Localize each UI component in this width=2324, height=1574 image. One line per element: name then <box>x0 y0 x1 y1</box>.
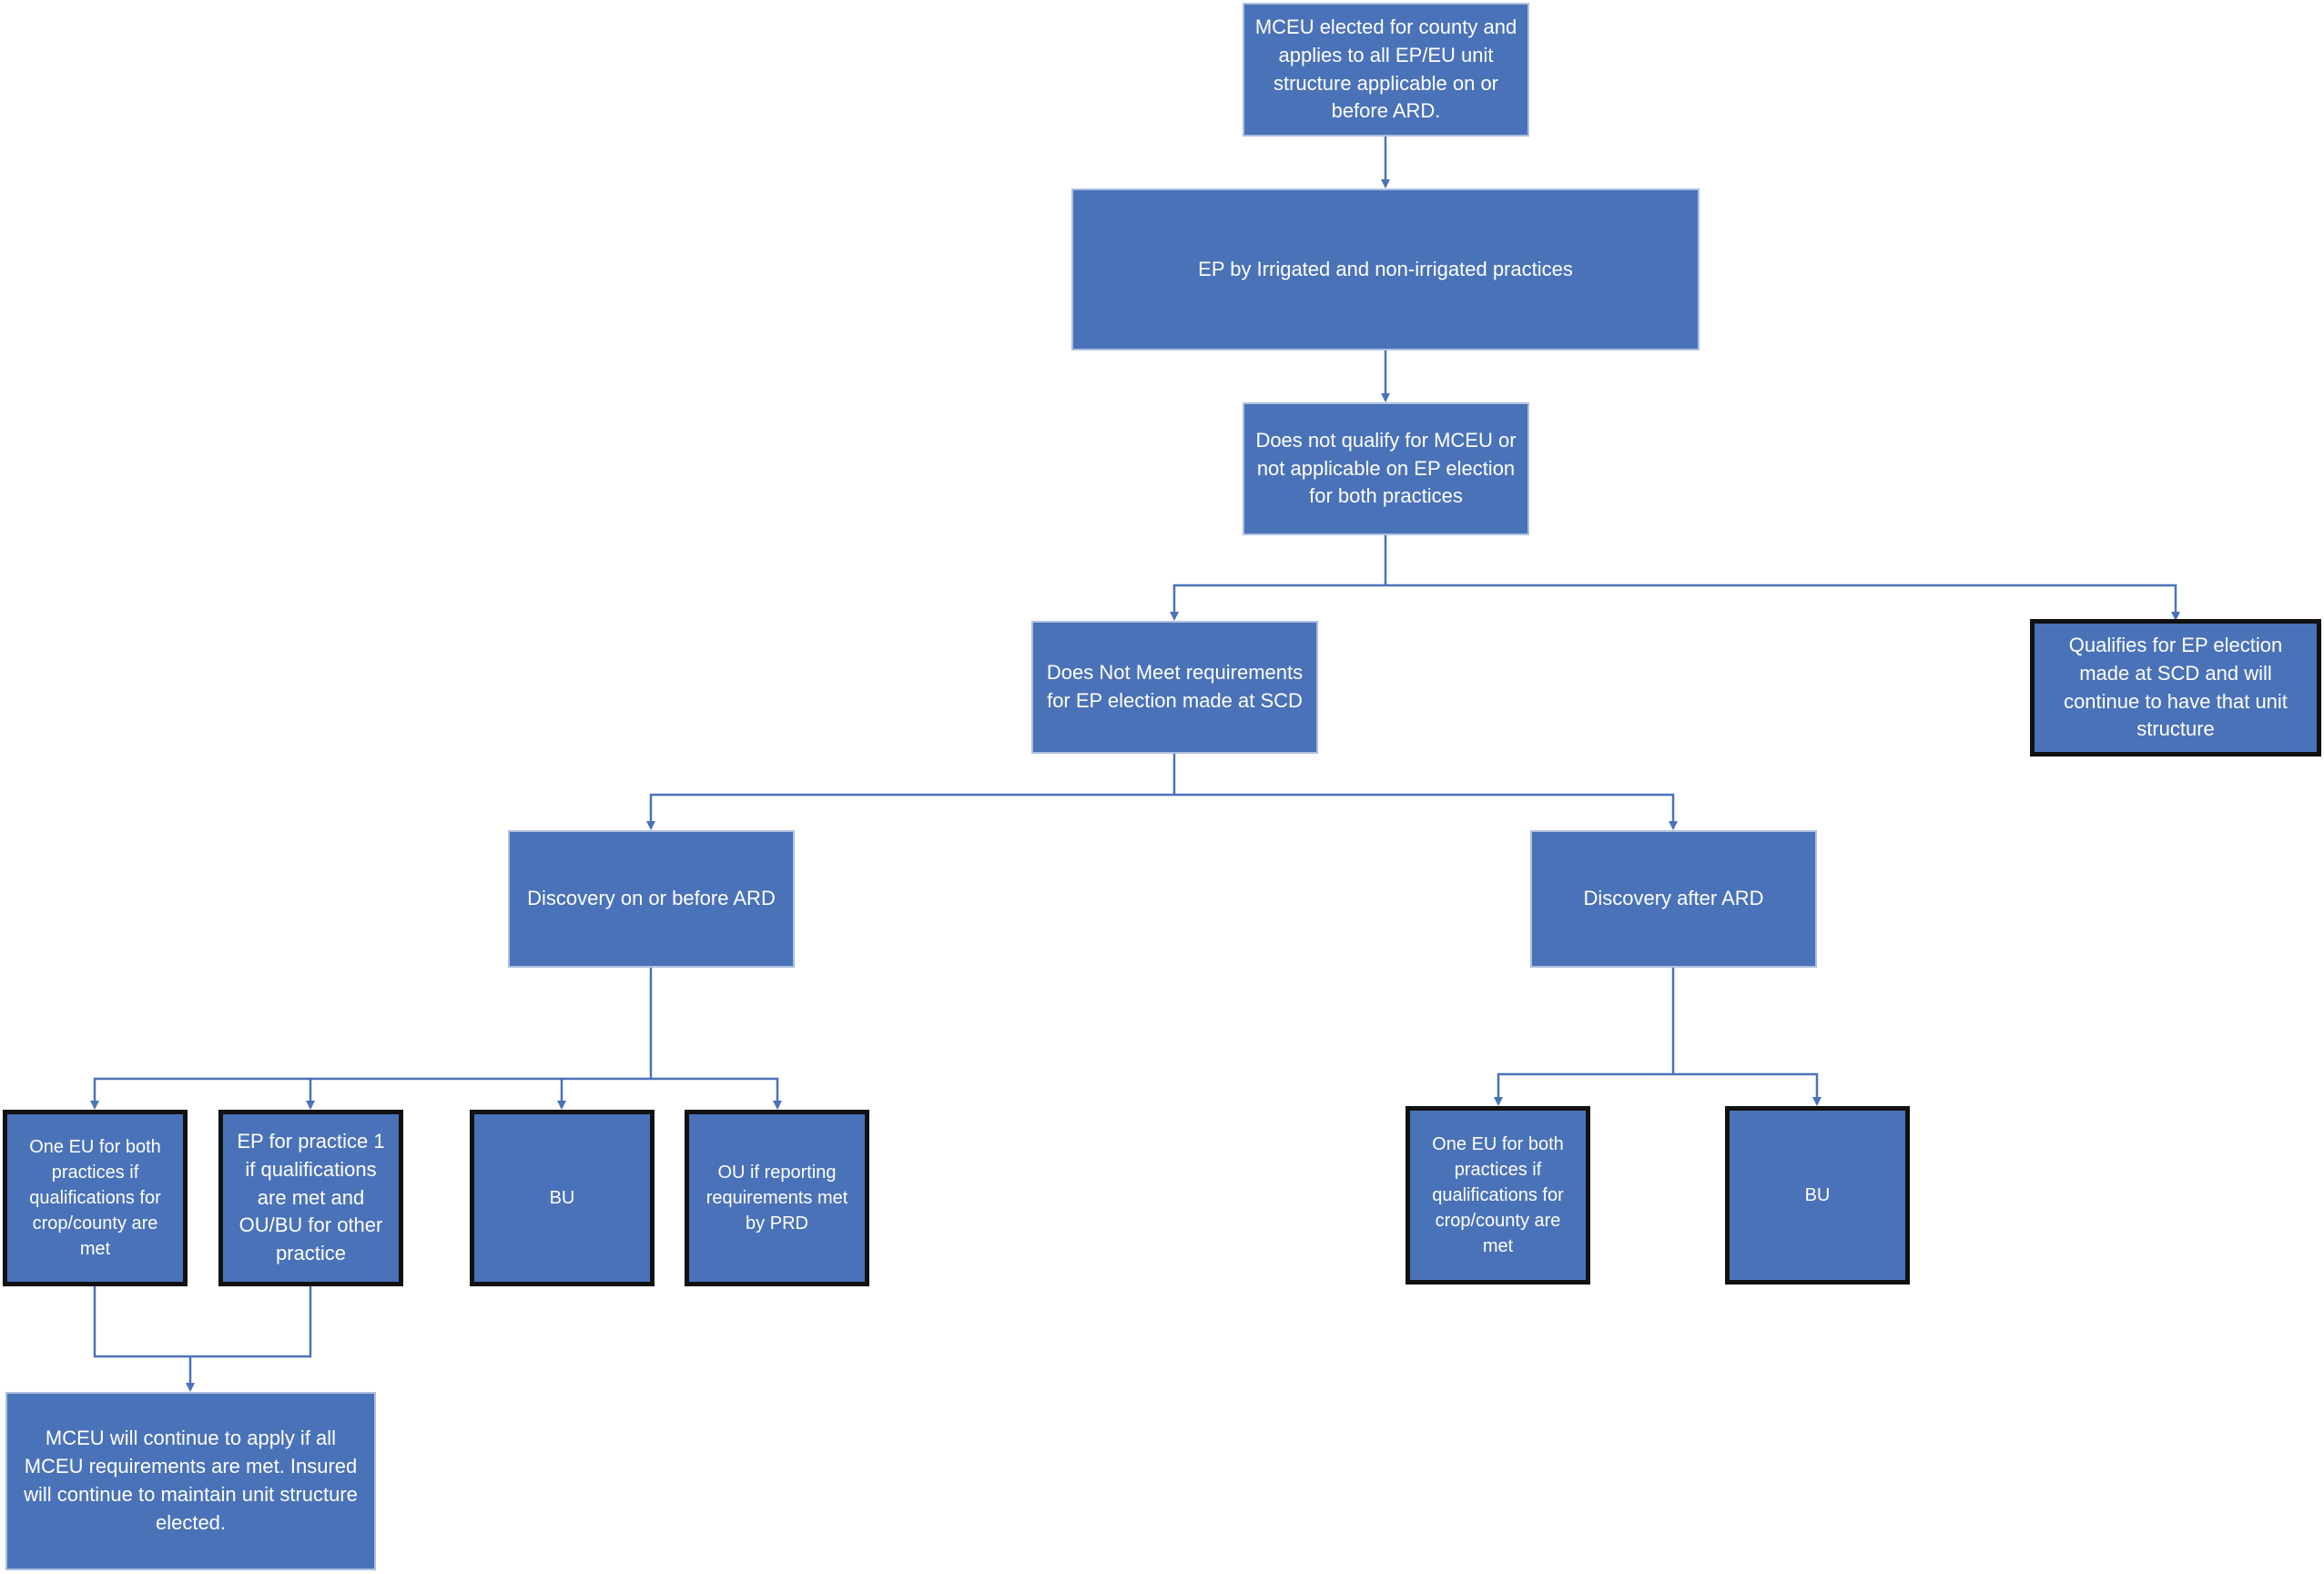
connector-discovery-after-bus <box>1494 968 1675 1106</box>
bu-left-box: BU <box>470 1110 655 1286</box>
not-qualify-box: Does not qualify for MCEU or not applica… <box>1243 402 1529 535</box>
connector-to-ou-reporting <box>651 1077 782 1110</box>
bu-right-text: BU <box>1804 1185 1831 1205</box>
qualifies-box: Qualifies for EP election made at SCD an… <box>2030 619 2321 757</box>
discovery-after-box: Discovery after ARD <box>1530 830 1817 968</box>
connector-to-discovery-after <box>1174 793 1678 830</box>
connector-notmeet-split <box>646 754 1176 830</box>
ep-practice1-text: EP for practice 1 if qualifications are … <box>237 1130 385 1265</box>
one-eu-right-text: One EU for both practices if qualificati… <box>1432 1134 1564 1256</box>
one-eu-left-box: One EU for both practices if qualificati… <box>3 1110 188 1286</box>
mceu-elected-text: MCEU elected for county and applies to a… <box>1254 15 1517 123</box>
mceu-elected-box: MCEU elected for county and applies to a… <box>1243 3 1529 137</box>
ep-practice1-box: EP for practice 1 if qualifications are … <box>218 1110 403 1286</box>
ep-practices-text: EP by Irrigated and non-irrigated practi… <box>1198 257 1573 280</box>
one-eu-left-text: One EU for both practices if qualificati… <box>29 1137 161 1259</box>
one-eu-right-box: One EU for both practices if qualificati… <box>1406 1106 1590 1285</box>
not-meet-text: Does Not Meet requirements for EP electi… <box>1046 661 1304 712</box>
connector-to-qualifies <box>1385 584 2180 621</box>
ou-reporting-box: OU if reporting requirements met by PRD <box>685 1110 869 1286</box>
discovery-before-box: Discovery on or before ARD <box>508 830 795 968</box>
connector-merge-to-mceu-continue <box>93 1286 312 1390</box>
ou-reporting-text: OU if reporting requirements met by PRD <box>705 1163 848 1234</box>
mceu-continue-text: MCEU will continue to apply if all MCEU … <box>24 1427 358 1534</box>
connector-to-bu-right <box>1673 1072 1822 1106</box>
connector-notqualify-split <box>1170 535 1387 621</box>
bu-right-box: BU <box>1725 1106 1910 1285</box>
not-qualify-text: Does not qualify for MCEU or not applica… <box>1255 428 1517 508</box>
discovery-after-text: Discovery after ARD <box>1583 887 1764 910</box>
mceu-continue-box: MCEU will continue to apply if all MCEU … <box>5 1392 376 1570</box>
discovery-before-text: Discovery on or before ARD <box>527 887 776 910</box>
qualifies-text: Qualifies for EP election made at SCD an… <box>2064 633 2288 741</box>
not-meet-box: Does Not Meet requirements for EP electi… <box>1031 621 1318 754</box>
connector-discovery-before-bus <box>90 968 653 1110</box>
bu-left-text: BU <box>549 1188 575 1208</box>
ep-practices-box: EP by Irrigated and non-irrigated practi… <box>1071 188 1700 350</box>
